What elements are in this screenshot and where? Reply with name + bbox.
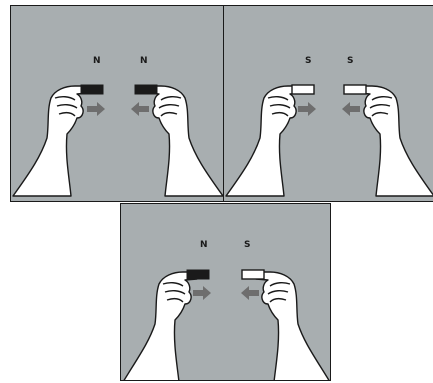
- right-magnet: [242, 270, 264, 279]
- left-hand-icon: [123, 272, 200, 381]
- left-hand-icon: [226, 86, 305, 196]
- panel-north-south: N S: [120, 203, 331, 381]
- arrow-right-icon: [298, 102, 316, 116]
- right-magnet: [135, 85, 157, 94]
- arrow-right-icon: [87, 102, 105, 116]
- panel-north-north: N N: [10, 5, 224, 202]
- magnet-scene: [11, 6, 224, 202]
- left-hand-icon: [13, 86, 92, 196]
- right-hand-icon: [355, 86, 433, 196]
- left-magnet: [81, 85, 103, 94]
- arrow-left-icon: [342, 102, 360, 116]
- right-hand-icon: [253, 272, 330, 381]
- left-magnet: [292, 85, 314, 94]
- arrow-right-icon: [193, 286, 211, 300]
- magnet-scene: [121, 204, 331, 381]
- arrow-left-icon: [131, 102, 149, 116]
- right-hand-icon: [144, 86, 223, 196]
- arrow-left-icon: [241, 286, 259, 300]
- right-magnet: [344, 85, 366, 94]
- magnet-scene: [224, 6, 433, 202]
- panel-south-south: S S: [223, 5, 433, 202]
- left-magnet: [187, 270, 209, 279]
